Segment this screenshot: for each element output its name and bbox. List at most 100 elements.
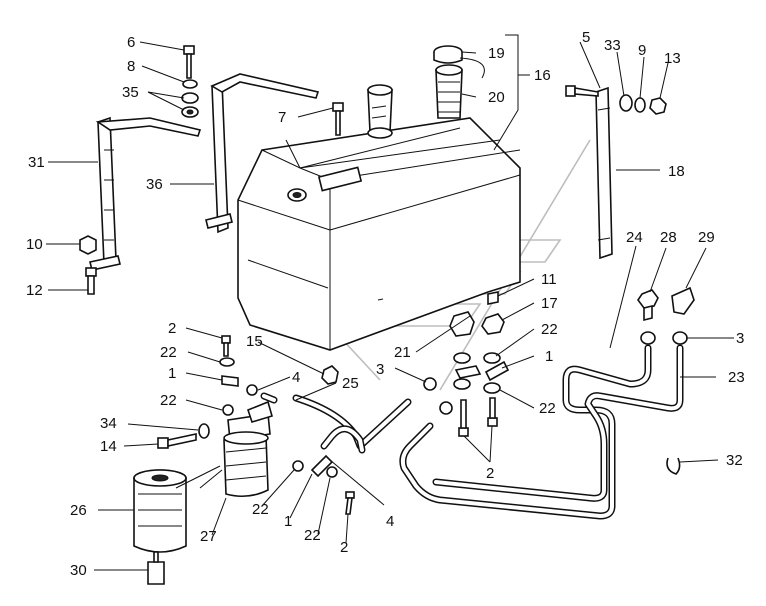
callout-1-a: 1: [545, 348, 553, 365]
bolt-2a: [458, 399, 469, 437]
fuel-line-24: [399, 344, 652, 520]
callout-18: 18: [668, 163, 685, 180]
callout-6: 6: [127, 34, 135, 51]
nut-13: [649, 97, 667, 115]
clip-3d: [246, 384, 258, 396]
callout-22-d: 22: [160, 392, 177, 409]
callout-26: 26: [70, 502, 87, 519]
callout-22-a: 22: [541, 321, 558, 338]
washer-22d: [483, 382, 501, 394]
callout-2-c: 2: [340, 539, 348, 556]
washer-22a: [453, 352, 471, 364]
callout-34: 34: [100, 415, 117, 432]
nut-15: [321, 365, 339, 385]
callout-22-b: 22: [160, 344, 177, 361]
washer-33: [619, 94, 633, 112]
callout-22-f: 22: [304, 527, 321, 544]
bolt-7: [332, 102, 344, 136]
callout-35: 35: [122, 84, 139, 101]
callout-14: 14: [100, 438, 117, 455]
washer-35a: [181, 92, 199, 104]
drain-30: [147, 551, 165, 585]
callout-3-b: 3: [376, 361, 384, 378]
banjo-1b: [484, 360, 510, 382]
clip-3a: [423, 377, 437, 391]
filler-cap-19: [433, 45, 485, 79]
bolt-6: [183, 45, 195, 79]
fitting-17: [481, 313, 505, 335]
callout-30: 30: [70, 562, 87, 579]
callout-31: 31: [28, 154, 45, 171]
callout-15: 15: [246, 333, 263, 350]
washer-22c: [453, 378, 471, 390]
callout-2-b: 2: [486, 465, 494, 482]
tank-strap-31: [89, 116, 202, 271]
callout-32: 32: [726, 452, 743, 469]
callout-labels: 6 8 35 31 36 10 12 7 19 20 16 5 33 9 13 …: [26, 29, 745, 579]
callout-13: 13: [664, 50, 681, 67]
clip-3c: [672, 331, 688, 345]
callout-22-e: 22: [252, 501, 269, 518]
callout-1-b: 1: [168, 365, 176, 382]
callout-12: 12: [26, 282, 43, 299]
callout-25: 25: [342, 375, 359, 392]
callout-5: 5: [582, 29, 590, 46]
callout-22-c: 22: [539, 400, 556, 417]
washer-8: [182, 79, 198, 89]
callout-2-a: 2: [168, 320, 176, 337]
filter-element-26: [133, 469, 187, 553]
callout-24: 24: [626, 229, 643, 246]
callout-10: 10: [26, 236, 43, 253]
callout-20: 20: [488, 89, 505, 106]
callout-36: 36: [146, 176, 163, 193]
washer-9: [634, 97, 646, 113]
banjo-bolt-2: [221, 335, 231, 357]
callout-17: 17: [541, 295, 558, 312]
callout-27: 27: [200, 528, 217, 545]
callout-33: 33: [604, 37, 621, 54]
callout-23: 23: [728, 369, 745, 386]
banjo-1a: [454, 365, 482, 379]
washer-22e: [439, 401, 453, 415]
callout-4-b: 4: [386, 513, 394, 530]
bracket-18: [595, 86, 613, 260]
banjo-1c: [221, 375, 239, 387]
fuel-line-25: [292, 394, 412, 450]
bolt-2c: [345, 491, 355, 515]
callout-29: 29: [698, 229, 715, 246]
washer-22h: [292, 460, 304, 472]
callout-11: 11: [541, 271, 557, 288]
leader-lines: [46, 34, 734, 571]
fuel-line-4: [320, 425, 366, 454]
callout-8: 8: [127, 58, 135, 75]
callout-1-c: 1: [284, 513, 292, 530]
filter-housing-27: [223, 400, 273, 498]
fuel-line-23: [432, 344, 684, 502]
bolt-12: [85, 267, 97, 295]
washer-22i: [326, 466, 338, 478]
washer-34: [198, 423, 210, 439]
fitting-11: [487, 291, 499, 305]
callout-7: 7: [278, 109, 286, 126]
filler-neck: [367, 89, 393, 133]
callout-16: 16: [534, 67, 551, 84]
callout-3-a: 3: [736, 330, 744, 347]
fuel-tank: [237, 84, 521, 351]
fitting-21: [449, 311, 475, 337]
clip-3b: [640, 331, 656, 345]
washer-22f: [219, 357, 235, 367]
fitting-28: [637, 289, 659, 322]
bolt-14: [157, 433, 197, 449]
nut-10: [79, 235, 97, 255]
callout-21: 21: [394, 344, 411, 361]
callout-19: 19: [488, 45, 505, 62]
filler-hose-20: [435, 64, 463, 119]
callout-4-a: 4: [292, 369, 300, 386]
callout-9: 9: [638, 42, 646, 59]
clamp-32: [666, 457, 681, 475]
bolt-2b: [487, 397, 498, 427]
bolt-5: [565, 85, 599, 97]
callout-28: 28: [660, 229, 677, 246]
